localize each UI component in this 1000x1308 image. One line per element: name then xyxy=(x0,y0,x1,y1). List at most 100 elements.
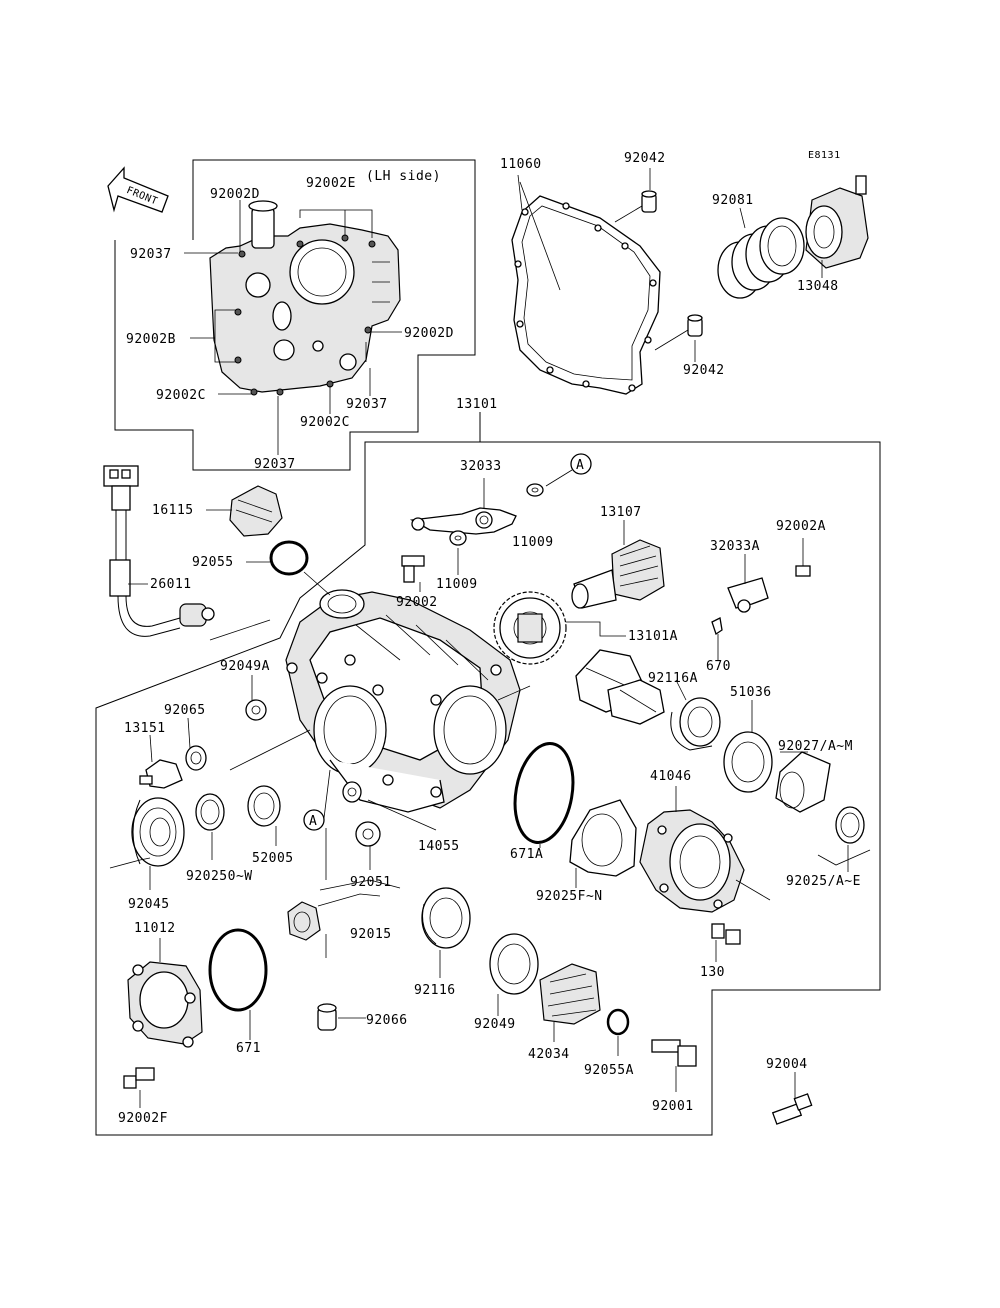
label-11009-a: 11009 xyxy=(512,535,554,550)
label-92116: 92116 xyxy=(414,983,456,998)
bracket-32033 xyxy=(409,478,517,535)
stud-92004 xyxy=(771,1072,813,1125)
label-92025AE: 92025/A~E xyxy=(786,874,861,889)
label-92002B: 92002B xyxy=(126,332,176,347)
label-92027: 92027/A~M xyxy=(778,739,853,754)
label-11009-b: 11009 xyxy=(436,577,478,592)
bearing-92045 xyxy=(131,797,185,890)
label-92002C-left: 92002C xyxy=(156,388,206,403)
bolt-92001 xyxy=(651,1039,697,1092)
bolt-92002F xyxy=(123,1067,155,1108)
label-92081: 92081 xyxy=(712,193,754,208)
label-13151: 13151 xyxy=(124,721,166,736)
label-32033: 32033 xyxy=(460,459,502,474)
washer-92049A xyxy=(245,675,267,721)
label-92055: 92055 xyxy=(192,555,234,570)
bearing-92116A xyxy=(670,679,721,751)
washer-92051 xyxy=(319,821,401,891)
label-92042-top: 92042 xyxy=(624,151,666,166)
wire-harness-26011 xyxy=(103,465,215,637)
label-92037-b: 92037 xyxy=(346,397,388,412)
label-11012: 11012 xyxy=(134,921,176,936)
oring-92055A xyxy=(606,1008,630,1056)
label-92051: 92051 xyxy=(350,875,392,890)
dowel-92042-bottom xyxy=(654,314,703,362)
bolt-130 xyxy=(711,923,741,962)
ref-marker-A-top: A xyxy=(570,453,592,475)
label-92066: 92066 xyxy=(366,1013,408,1028)
label-92002: 92002 xyxy=(396,595,438,610)
lh-side-cover xyxy=(209,200,401,396)
oring-92055 xyxy=(246,540,331,596)
lh-side-leaders xyxy=(184,200,402,455)
shim-92025F xyxy=(569,799,637,888)
label-51036: 51036 xyxy=(730,685,772,700)
label-13101: 13101 xyxy=(456,397,498,412)
gasket-11060 xyxy=(511,174,661,395)
label-92002D-top: 92002D xyxy=(210,187,260,202)
label-11060: 11060 xyxy=(500,157,542,172)
label-13101A: 13101A xyxy=(628,629,678,644)
label-670: 670 xyxy=(706,659,731,674)
cover-11012 xyxy=(127,938,203,1048)
label-92002F: 92002F xyxy=(118,1111,168,1126)
label-32033A: 32033A xyxy=(710,539,760,554)
front-arrow-icon: FRONT xyxy=(107,166,169,213)
damper-cam-13048 xyxy=(805,175,869,278)
seal-52005 xyxy=(247,785,281,846)
oring-671A xyxy=(513,742,575,848)
shim-92025A xyxy=(817,806,871,872)
washer-92065 xyxy=(185,717,207,771)
label-92049: 92049 xyxy=(474,1017,516,1032)
shaft-13107 xyxy=(571,520,665,609)
label-130: 130 xyxy=(700,965,725,980)
seal-51036 xyxy=(723,700,773,793)
part-labels: E8131 (LH side) 11060 92042 92081 13048 … xyxy=(118,150,861,1126)
label-92001: 92001 xyxy=(652,1099,694,1114)
label-92002A: 92002A xyxy=(776,519,826,534)
label-92002E: 92002E xyxy=(306,176,356,191)
label-92116A: 92116A xyxy=(648,671,698,686)
label-92025FN: 92025F~N xyxy=(536,889,603,904)
label-920250: 920250~W xyxy=(186,869,253,884)
label-92037-a: 92037 xyxy=(130,247,172,262)
oring-671 xyxy=(208,928,268,1040)
shim-920250 xyxy=(109,793,225,869)
gear-13101A xyxy=(493,591,665,725)
diagram-code: E8131 xyxy=(808,150,841,161)
label-92015: 92015 xyxy=(350,927,392,942)
dowel-92042-top xyxy=(614,168,657,223)
bolt-92002A xyxy=(795,538,811,577)
label-52005: 52005 xyxy=(252,851,294,866)
label-671A: 671A xyxy=(510,847,543,862)
washer-11009-a xyxy=(526,469,573,497)
pin-670 xyxy=(711,617,723,660)
label-26011: 26011 xyxy=(150,577,192,592)
label-92045: 92045 xyxy=(128,897,170,912)
gear-42034 xyxy=(539,963,601,1042)
sensor-13151 xyxy=(139,734,183,789)
label-92042-bottom: 92042 xyxy=(683,363,725,378)
label-92002D-right: 92002D xyxy=(404,326,454,341)
label-92037-c: 92037 xyxy=(254,457,296,472)
label-13048: 13048 xyxy=(797,279,839,294)
label-13107: 13107 xyxy=(600,505,642,520)
label-41046: 41046 xyxy=(650,769,692,784)
nut-92015 xyxy=(287,893,381,958)
label-92065: 92065 xyxy=(164,703,206,718)
dowel-92066 xyxy=(317,1003,366,1031)
label-92055A: 92055A xyxy=(584,1063,634,1078)
cap-16115 xyxy=(206,485,283,537)
washer-11009-b xyxy=(449,530,467,575)
label-671: 671 xyxy=(236,1041,261,1056)
label-14055: 14055 xyxy=(418,839,460,854)
label-92004: 92004 xyxy=(766,1057,808,1072)
housing-41046 xyxy=(639,786,771,913)
lh-side-label: (LH side) xyxy=(366,169,441,184)
bracket-32033A xyxy=(727,554,769,613)
label-92002C-right: 92002C xyxy=(300,415,350,430)
lh-side-inset-frame xyxy=(114,159,476,471)
spring-92081 xyxy=(717,207,805,299)
